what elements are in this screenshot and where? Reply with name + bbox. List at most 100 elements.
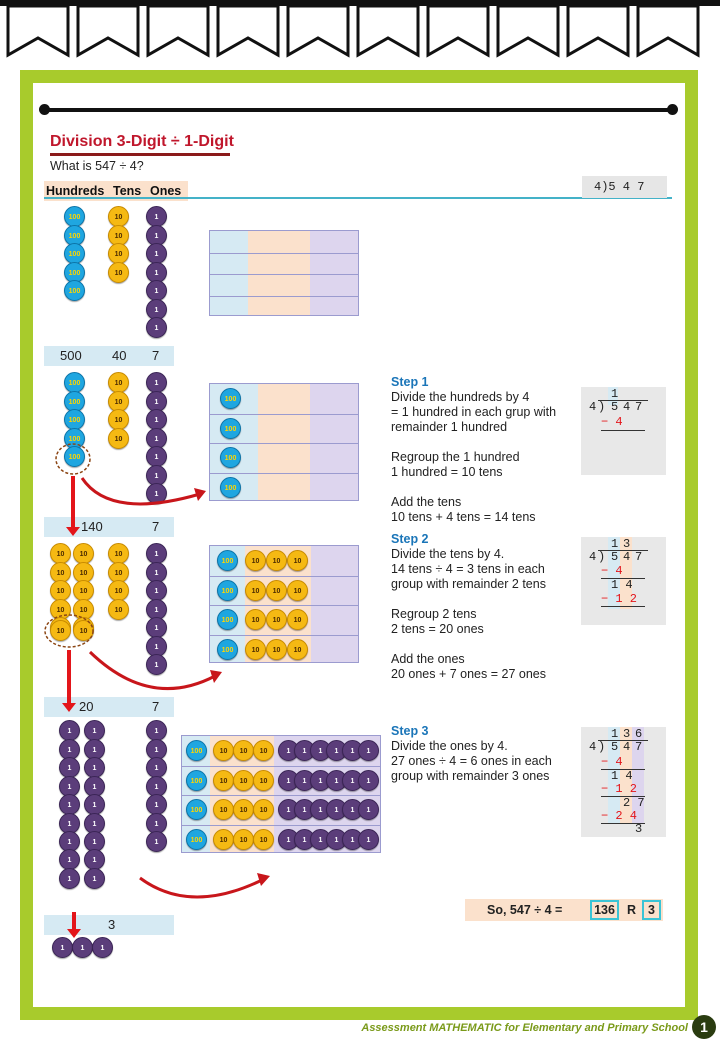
step-line: 20 ones + 7 ones = 27 ones xyxy=(391,667,546,681)
curved-arrow-1 xyxy=(80,477,201,506)
one-coin: 1 xyxy=(146,427,167,449)
answer-bar xyxy=(465,899,663,921)
long-division-setup: 4)5 4 7 xyxy=(582,176,667,198)
banner-flag xyxy=(216,4,280,58)
ten-coin: 10 xyxy=(266,609,287,630)
one-coin: 1 xyxy=(146,598,167,620)
banner-flag xyxy=(356,4,420,58)
step-3-text: Divide the ones by 4.27 ones ÷ 4 = 6 one… xyxy=(391,739,552,784)
hundred-coin: 100 xyxy=(64,243,85,264)
ten-coin: 10 xyxy=(233,740,254,761)
step-line: 14 tens ÷ 4 = 3 tens in each xyxy=(391,562,545,576)
hundred-coin: 100 xyxy=(220,388,241,409)
one-coin: 1 xyxy=(342,769,363,791)
ten-coin: 10 xyxy=(50,620,71,641)
long-division-step-3: 1 3 6 4 ) 5 4 7 − 4 1 4 − 1 2 2 7 − 2 4 … xyxy=(581,727,666,837)
one-coin: 1 xyxy=(358,799,379,820)
step-line: Add the ones xyxy=(391,652,465,666)
ten-coin: 10 xyxy=(108,261,129,283)
step-2-title: Step 2 xyxy=(391,532,429,546)
step-line: 27 ones ÷ 4 = 6 ones in each xyxy=(391,754,552,768)
curved-arrow-3 xyxy=(139,876,263,899)
step-1-text: Divide the hundreds by 4= 1 hundred in e… xyxy=(391,390,556,525)
step-3-title: Step 3 xyxy=(391,724,429,738)
ten-coin: 10 xyxy=(253,828,274,850)
step-2-text: Divide the tens by 4.14 tens ÷ 4 = 3 ten… xyxy=(391,547,546,682)
ten-coin: 10 xyxy=(245,638,266,660)
hundred-coin: 100 xyxy=(217,550,238,571)
ten-coin: 10 xyxy=(253,740,274,761)
banner-flag xyxy=(636,4,700,58)
question-text: What is 547 ÷ 4? xyxy=(50,159,144,173)
bunting-banner xyxy=(0,0,720,58)
regroup-circle-2 xyxy=(44,614,94,648)
one-coin: 1 xyxy=(310,799,331,820)
header-rule xyxy=(44,108,672,112)
hundred-coin: 100 xyxy=(186,740,207,761)
step-line: group with remainder 3 ones xyxy=(391,769,550,783)
ten-coin: 10 xyxy=(108,224,129,246)
one-coin: 1 xyxy=(84,812,105,834)
down-arrow-2 xyxy=(62,650,76,712)
rule-dot-right xyxy=(667,104,678,115)
answer-remainder: 3 xyxy=(642,900,661,920)
ten-coin: 10 xyxy=(233,769,254,791)
step-line: Regroup the 1 hundred xyxy=(391,450,520,464)
header-hundreds: Hundreds xyxy=(46,184,105,198)
one-coin: 1 xyxy=(294,769,315,791)
ten-coin: 10 xyxy=(108,598,129,620)
ten-coin: 10 xyxy=(287,550,308,571)
step-line: Divide the ones by 4. xyxy=(391,739,508,753)
hundred-coin: 100 xyxy=(64,409,85,430)
one-coin: 1 xyxy=(358,740,379,761)
stage-ones-value: 3 xyxy=(108,917,116,932)
one-coin: 1 xyxy=(146,317,167,338)
hundred-coin: 100 xyxy=(217,609,238,630)
step-line: = 1 hundred in each grup with xyxy=(391,405,557,419)
curved-arrow-2 xyxy=(88,650,216,691)
step-1-title: Step 1 xyxy=(391,375,429,389)
long-division-step-2: 1 3 4 ) 5 4 7 − 4 1 4 − 1 2 xyxy=(581,537,666,625)
ten-coin: 10 xyxy=(245,579,266,601)
one-coin: 1 xyxy=(146,831,167,852)
hundred-coin: 100 xyxy=(217,638,238,660)
one-coin: 1 xyxy=(358,769,379,791)
ten-coin: 10 xyxy=(266,550,287,571)
place-value-header xyxy=(44,181,188,201)
answer-r-label: R xyxy=(627,903,637,917)
banner-flag xyxy=(6,4,70,58)
grouping-mat xyxy=(209,230,359,316)
page-number: 1 xyxy=(692,1015,716,1039)
stage-tens-value: 20 xyxy=(79,699,94,714)
ten-coin: 10 xyxy=(287,609,308,630)
ten-coin: 10 xyxy=(213,828,234,850)
footer-text: Assessment MATHEMATIC for Elementary and… xyxy=(361,1022,688,1034)
one-coin: 1 xyxy=(146,561,167,583)
step-line xyxy=(391,637,546,652)
step-line xyxy=(391,435,556,450)
ten-coin: 10 xyxy=(287,579,308,601)
ten-coin: 10 xyxy=(287,638,308,660)
stage-tens-value: 40 xyxy=(112,348,127,363)
regroup-circle-1 xyxy=(55,443,91,475)
banner-flag xyxy=(76,4,140,58)
one-coin: 1 xyxy=(84,868,105,889)
step-line: 2 tens = 20 ones xyxy=(391,622,484,636)
ten-coin: 10 xyxy=(108,243,129,264)
step-line: 10 tens + 4 tens = 14 tens xyxy=(391,510,536,524)
one-coin: 1 xyxy=(146,635,167,657)
one-coin: 1 xyxy=(310,740,331,761)
down-arrow-3 xyxy=(67,912,81,938)
banner-flag xyxy=(426,4,490,58)
hundred-coin: 100 xyxy=(220,417,241,439)
ten-coin: 10 xyxy=(50,561,71,583)
banner-flag xyxy=(566,4,630,58)
answer-label: So, 547 ÷ 4 = xyxy=(487,903,563,917)
step-line xyxy=(391,480,556,495)
one-coin: 1 xyxy=(59,775,80,797)
ten-coin: 10 xyxy=(108,427,129,449)
ten-coin: 10 xyxy=(245,609,266,630)
one-coin: 1 xyxy=(146,654,167,675)
